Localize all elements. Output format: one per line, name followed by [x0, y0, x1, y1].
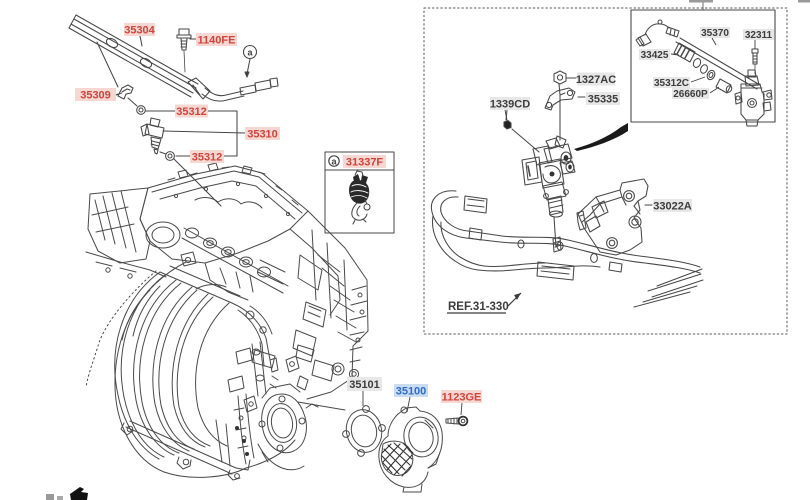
svg-text:35309: 35309: [80, 90, 111, 102]
svg-text:35335: 35335: [588, 94, 619, 106]
svg-text:33022A: 33022A: [653, 201, 692, 213]
svg-text:35310: 35310: [247, 129, 278, 141]
svg-text:a: a: [247, 48, 253, 58]
svg-text:35312: 35312: [192, 152, 223, 164]
svg-text:1327AC: 1327AC: [576, 74, 616, 86]
svg-text:1339CD: 1339CD: [490, 99, 530, 111]
svg-text:35100: 35100: [396, 386, 427, 398]
svg-text:33425: 33425: [641, 50, 669, 61]
svg-text:32311: 32311: [745, 30, 773, 41]
svg-text:1123GE: 1123GE: [442, 392, 482, 404]
svg-text:26660P: 26660P: [673, 89, 708, 100]
svg-text:35312C: 35312C: [654, 78, 689, 89]
svg-text:1140FE: 1140FE: [198, 35, 236, 47]
svg-text:35370: 35370: [701, 28, 729, 39]
svg-text:35101: 35101: [349, 379, 380, 391]
svg-text:REF.31-330: REF.31-330: [448, 301, 509, 313]
svg-text:31337F: 31337F: [346, 157, 384, 169]
svg-text:a: a: [331, 157, 337, 167]
svg-text:35304: 35304: [124, 25, 155, 37]
svg-text:35312: 35312: [176, 106, 207, 118]
